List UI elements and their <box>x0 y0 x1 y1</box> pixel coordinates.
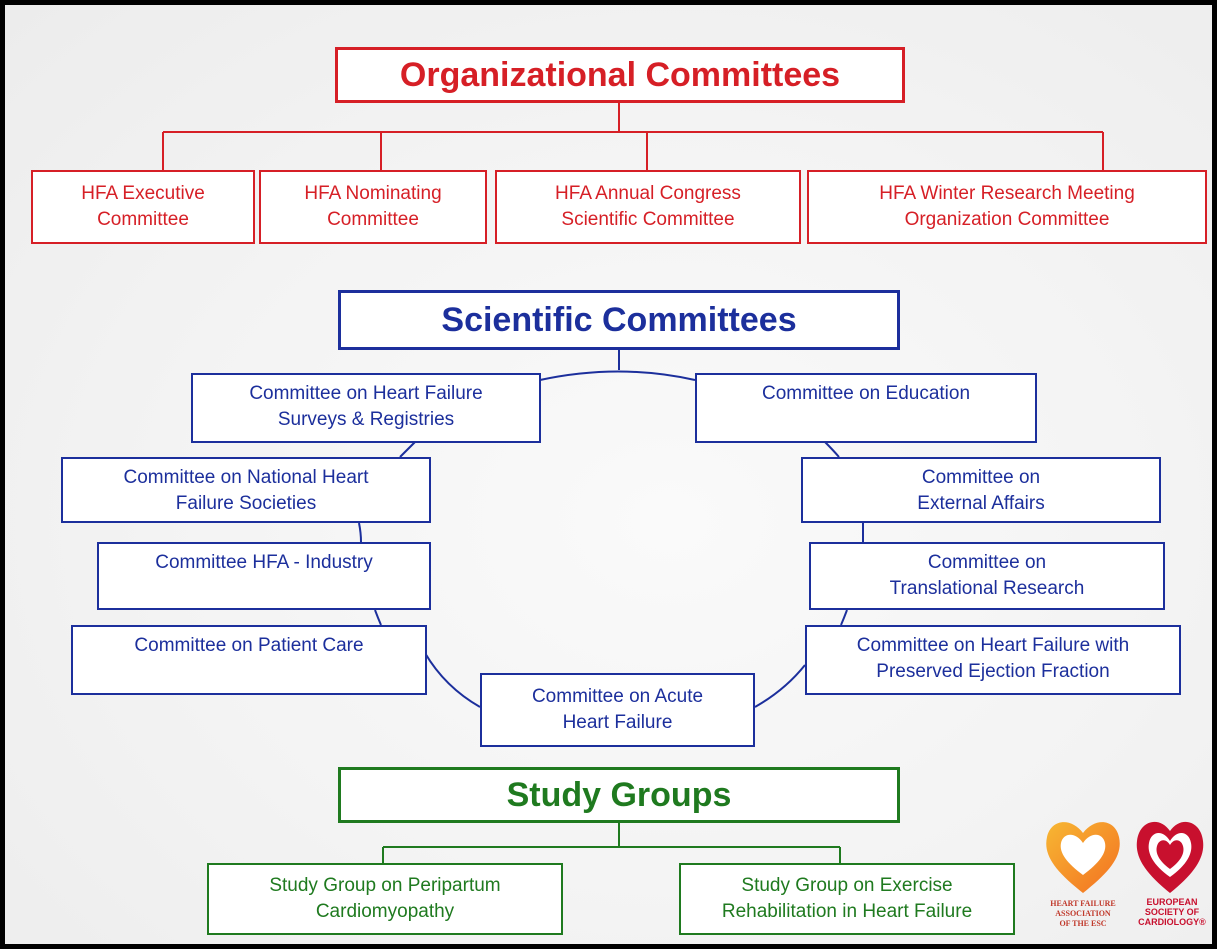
box-line: Rehabilitation in Heart Failure <box>721 901 973 922</box>
hfa-logo-line: HEART FAILURE <box>1050 899 1116 908</box>
committee-external-affairs-box: Committee on External Affairs <box>801 457 1161 523</box>
committee-acute-heart-failure-box: Committee on Acute Heart Failure <box>480 673 755 747</box>
box-line: Translational Research <box>889 578 1085 599</box>
hfa-winter-research-meeting-committee-box: HFA Winter Research Meeting Organization… <box>807 170 1207 244</box>
box-line: Failure Societies <box>175 493 317 514</box>
committee-hfa-industry-box: Committee HFA - Industry <box>97 542 431 610</box>
committee-patient-care-box: Committee on Patient Care <box>71 625 427 695</box>
study-groups-title: Study Groups <box>338 767 900 823</box>
esc-heart-logo <box>1136 821 1204 893</box>
hfa-annual-congress-scientific-committee-box: HFA Annual Congress Scientific Committee <box>495 170 801 244</box>
box-line: Study Group on Peripartum <box>269 875 501 896</box>
box-line: Committee on Patient Care <box>134 635 364 656</box>
hfa-nominating-committee-box: HFA Nominating Committee <box>259 170 487 244</box>
esc-logo-line: SOCIETY OF <box>1144 907 1200 917</box>
box-line: Organization Committee <box>904 209 1110 230</box>
study-group-exercise-rehabilitation-box: Study Group on Exercise Rehabilitation i… <box>679 863 1015 935</box>
box-line: Surveys & Registries <box>277 409 455 430</box>
esc-logo-text: EUROPEAN SOCIETY OF CARDIOLOGY® <box>1129 897 1212 927</box>
box-line: Committee on Heart Failure <box>249 383 483 404</box>
box-line: Committee on National Heart <box>123 467 369 488</box>
committee-national-societies-box: Committee on National Heart Failure Soci… <box>61 457 431 523</box>
hfa-executive-committee-box: HFA Executive Committee <box>31 170 255 244</box>
box-line: HFA Executive <box>81 183 205 204</box>
box-line: Committee <box>97 209 189 230</box>
scientific-committees-title-text: Scientific Committees <box>441 300 797 339</box>
box-line: Scientific Committee <box>561 209 735 230</box>
box-line: Cardiomyopathy <box>315 901 455 922</box>
hfa-logo-text: HEART FAILURE ASSOCIATION OF THE ESC <box>1041 899 1125 929</box>
study-groups-title-text: Study Groups <box>506 775 732 814</box>
box-line: Committee on <box>921 467 1041 488</box>
esc-logo-line: CARDIOLOGY® <box>1138 917 1206 927</box>
box-line: Heart Failure <box>562 712 673 733</box>
organizational-committees-title: Organizational Committees <box>335 47 905 103</box>
hfa-logo-line: OF THE ESC <box>1059 919 1107 928</box>
scientific-committees-title: Scientific Committees <box>338 290 900 350</box>
box-line: Committee on Acute <box>531 686 704 707</box>
esc-logo-line: EUROPEAN <box>1146 897 1198 907</box>
box-line: Committee on Heart Failure with <box>856 635 1130 656</box>
committee-preserved-ejection-fraction-box: Committee on Heart Failure with Preserve… <box>805 625 1181 695</box>
committee-translational-research-box: Committee on Translational Research <box>809 542 1165 610</box>
box-line: Committee on <box>927 552 1047 573</box>
box-line: Committee on Education <box>761 383 971 404</box>
hfa-logo-line: ASSOCIATION <box>1055 909 1111 918</box>
box-line: HFA Annual Congress <box>555 183 741 204</box>
box-line: Study Group on Exercise <box>741 875 953 896</box>
box-line: External Affairs <box>917 493 1045 514</box>
organizational-committees-title-text: Organizational Committees <box>399 55 841 94</box>
hfa-heart-logo <box>1046 822 1120 893</box>
box-line: Committee HFA - Industry <box>155 552 373 573</box>
box-line: Preserved Ejection Fraction <box>876 661 1110 682</box>
box-line: Committee <box>327 209 419 230</box>
committee-education-box: Committee on Education <box>695 373 1037 443</box>
committee-surveys-registries-box: Committee on Heart Failure Surveys & Reg… <box>191 373 541 443</box>
box-line: HFA Nominating <box>304 183 442 204</box>
box-line: HFA Winter Research Meeting <box>879 183 1135 204</box>
study-group-peripartum-box: Study Group on Peripartum Cardiomyopathy <box>207 863 563 935</box>
